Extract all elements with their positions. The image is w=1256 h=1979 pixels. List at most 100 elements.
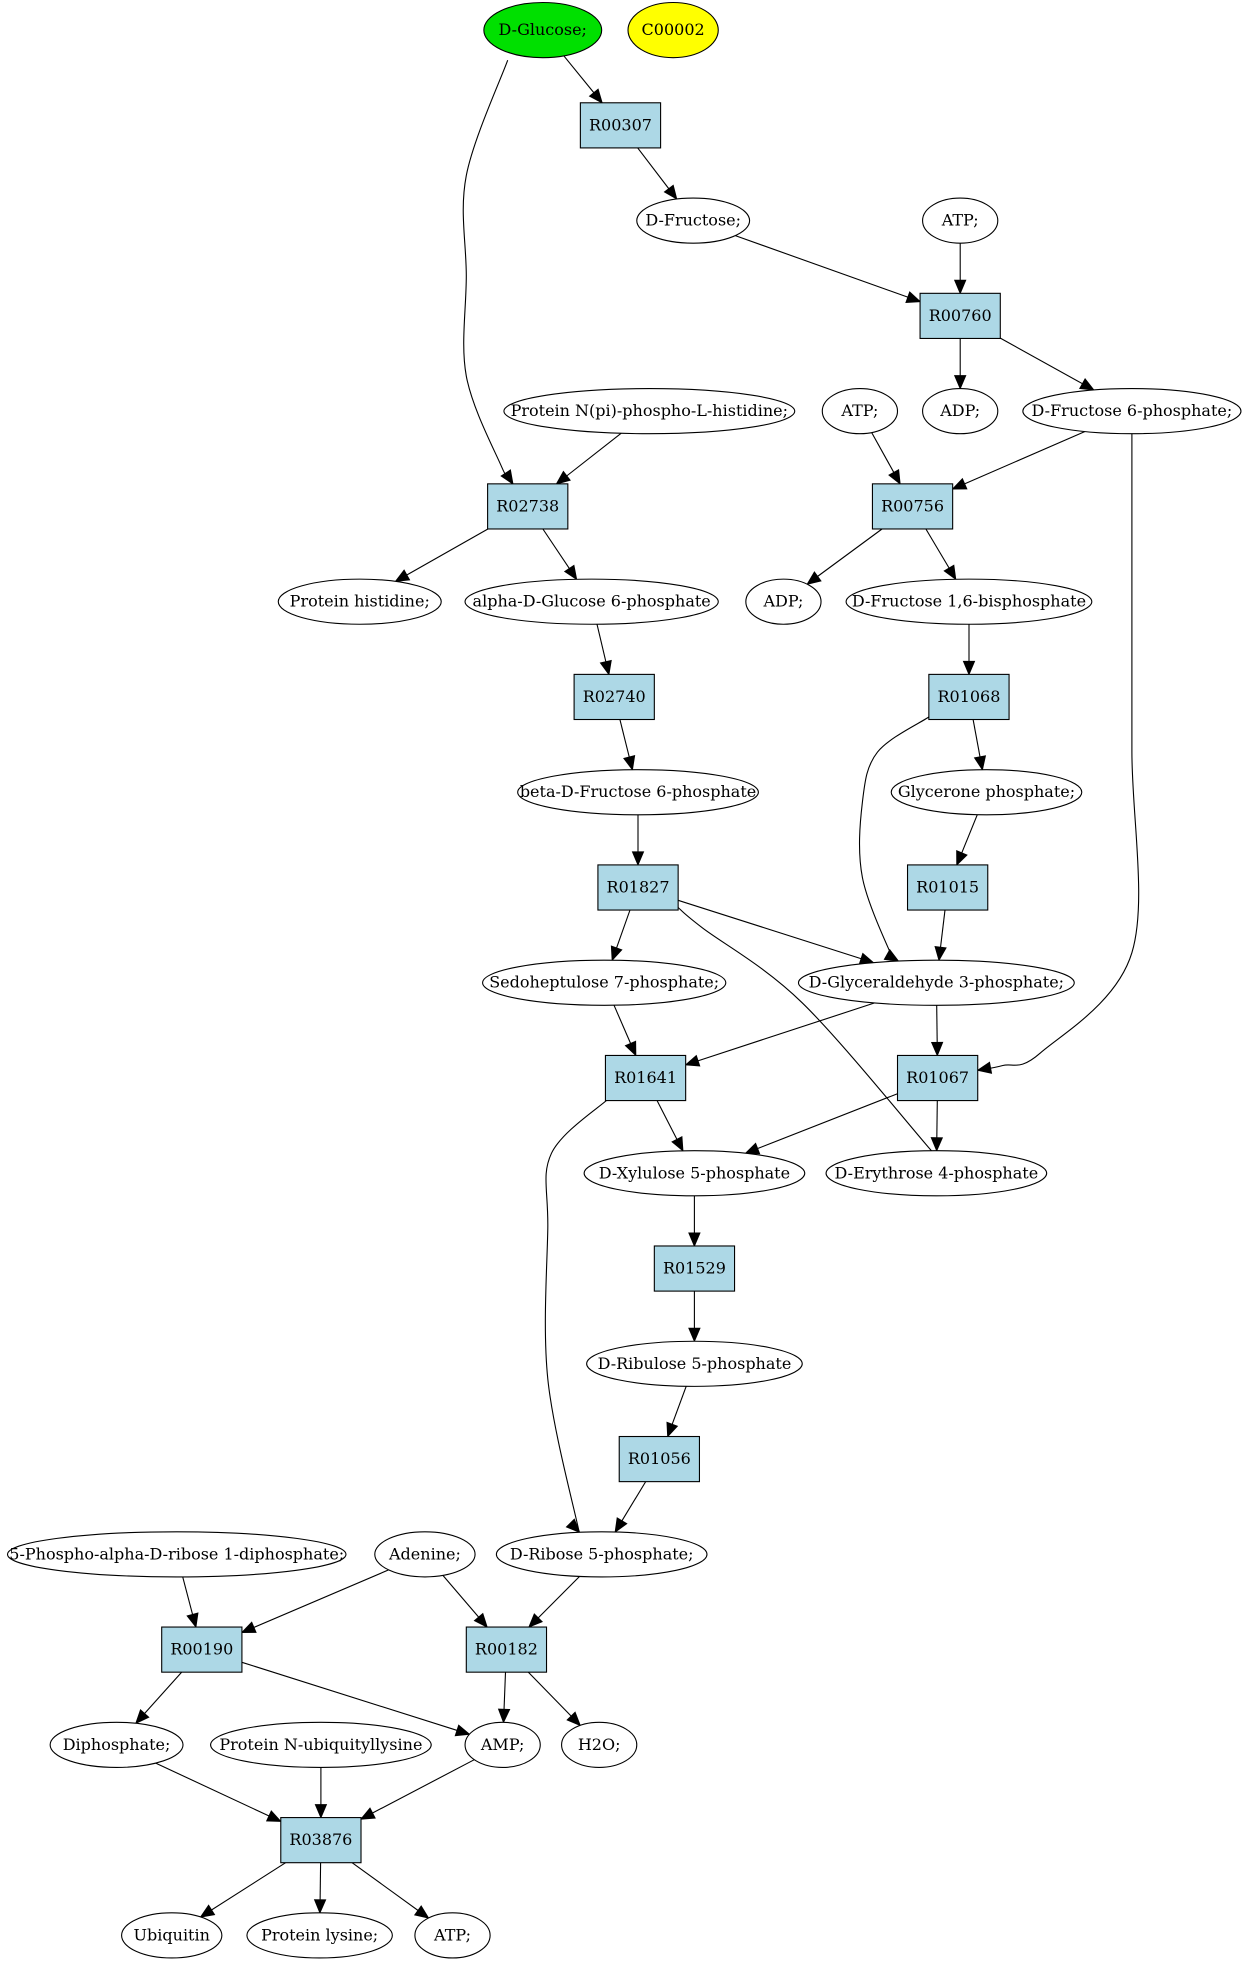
compound-ellipse: [495, 1531, 708, 1578]
edge: [677, 899, 875, 965]
compound-node[interactable]: D-Fructose 1,6-bisphosphate: [845, 578, 1093, 625]
edge: [528, 1576, 580, 1628]
reaction-node[interactable]: R01067: [896, 1054, 979, 1102]
compound-label: ADP;: [939, 401, 980, 420]
reaction-box: [597, 864, 679, 911]
edge-line: [677, 899, 863, 960]
edge: [542, 528, 578, 581]
edge-line: [963, 430, 1086, 485]
compound-node[interactable]: H2O;: [561, 1721, 638, 1768]
compound-node[interactable]: Sedoheptulose 7-phosphate;: [482, 959, 727, 1006]
edge: [972, 719, 987, 771]
arrowhead: [806, 571, 822, 585]
edge: [359, 1759, 475, 1820]
arrowhead: [684, 1054, 701, 1067]
compound-node[interactable]: 5-Phospho-alpha-D-ribose 1-diphosphate;: [6, 1531, 347, 1578]
reaction-label: R02740: [583, 687, 646, 706]
reaction-box: [896, 1054, 979, 1102]
arrowhead: [500, 469, 514, 485]
compound-node[interactable]: ADP;: [745, 578, 822, 625]
compound-node[interactable]: Ubiquitin: [121, 1912, 223, 1959]
reaction-label: R01641: [614, 1068, 677, 1087]
compound-node[interactable]: alpha-D-Glucose 6-phosphate: [464, 578, 719, 625]
compound-node[interactable]: D-Fructose;: [636, 197, 751, 244]
reaction-node[interactable]: R02740: [573, 673, 655, 721]
compound-label: Protein N(pi)-phospho-L-histidine;: [511, 401, 788, 420]
edge-line: [972, 719, 981, 759]
reaction-node[interactable]: R01015: [906, 864, 989, 911]
edge: [951, 430, 1086, 490]
arrowhead: [528, 1613, 543, 1628]
compound-label: D-Fructose 1,6-bisphosphate: [852, 592, 1086, 611]
compound-ellipse: [825, 1150, 1048, 1197]
edge: [925, 528, 957, 581]
arrowhead: [934, 946, 947, 962]
reaction-node[interactable]: R01641: [604, 1054, 687, 1102]
compound-node[interactable]: AMP;: [464, 1721, 541, 1768]
compound-node[interactable]: beta-D-Fructose 6-phosphate: [517, 769, 759, 816]
reaction-node[interactable]: R00756: [871, 483, 954, 530]
reaction-node[interactable]: R02738: [487, 483, 569, 530]
compound-node[interactable]: ATP;: [821, 388, 899, 435]
compound-ellipse: [583, 1150, 806, 1197]
edge-line: [613, 1004, 632, 1045]
reaction-node[interactable]: R01068: [928, 673, 1010, 721]
reaction-node[interactable]: R03876: [280, 1817, 362, 1864]
edge: [351, 1862, 430, 1919]
arrowhead: [610, 945, 623, 962]
reaction-box: [604, 1054, 687, 1102]
compound-node[interactable]: Protein lysine;: [246, 1912, 393, 1959]
compound-node[interactable]: Glycerone phosphate;: [890, 769, 1083, 816]
edge: [528, 1671, 582, 1727]
reaction-node[interactable]: R01827: [597, 864, 679, 911]
compound-node[interactable]: D-Glucose;: [483, 1, 603, 59]
reaction-node[interactable]: R00760: [919, 292, 1001, 339]
compound-node[interactable]: D-Erythrose 4-phosphate: [825, 1150, 1048, 1197]
compound-node[interactable]: D-Ribose 5-phosphate;: [495, 1531, 708, 1578]
compound-node[interactable]: D-Ribulose 5-phosphate: [586, 1340, 803, 1387]
compound-node[interactable]: Adenine;: [374, 1531, 476, 1578]
arrowhead: [943, 564, 957, 581]
compound-node[interactable]: ATP;: [414, 1912, 491, 1959]
reaction-node[interactable]: R00307: [579, 102, 662, 149]
compound-node[interactable]: Protein histidine;: [277, 578, 442, 625]
compound-ellipse: [797, 959, 1075, 1006]
reaction-label: R01529: [663, 1259, 726, 1278]
reaction-node[interactable]: R01529: [653, 1245, 736, 1292]
edge-line: [1000, 337, 1084, 385]
edge-line: [528, 1671, 573, 1718]
compound-label: Glycerone phosphate;: [898, 782, 1075, 801]
compound-ellipse: [503, 388, 796, 435]
reaction-node[interactable]: R00190: [161, 1626, 243, 1673]
compound-ellipse: [627, 1, 719, 59]
compound-label: C00002: [642, 20, 705, 39]
arrowhead: [588, 88, 603, 104]
compound-node[interactable]: C00002: [627, 1, 719, 59]
edge-line: [925, 528, 951, 570]
compound-ellipse: [49, 1721, 184, 1768]
compound-label: D-Erythrose 4-phosphate: [835, 1163, 1039, 1182]
compound-node[interactable]: ATP;: [922, 197, 999, 244]
compound-node[interactable]: D-Xylulose 5-phosphate: [583, 1150, 806, 1197]
edge: [976, 433, 1140, 1074]
compound-node[interactable]: Protein N-ubiquityllysine: [210, 1721, 432, 1768]
compound-node[interactable]: Diphosphate;: [49, 1721, 184, 1768]
compound-node[interactable]: D-Glyceraldehyde 3-phosphate;: [797, 959, 1075, 1006]
edge-line: [656, 1100, 678, 1141]
arrowhead: [956, 850, 968, 867]
reaction-node[interactable]: R01056: [618, 1435, 701, 1483]
edge-line: [563, 55, 595, 94]
edge: [744, 1093, 898, 1155]
arrowhead: [497, 1708, 511, 1724]
edge-line: [442, 1575, 480, 1619]
compound-node[interactable]: D-Fructose 6-phosphate;: [1022, 388, 1242, 435]
compound-node[interactable]: ADP;: [922, 388, 999, 435]
reaction-box: [653, 1245, 736, 1292]
reaction-node[interactable]: R00182: [465, 1626, 548, 1673]
compound-node[interactable]: Protein N(pi)-phospho-L-histidine;: [503, 388, 796, 435]
arrowhead: [565, 1518, 581, 1534]
compound-ellipse: [246, 1912, 393, 1959]
compound-ellipse: [414, 1912, 491, 1959]
arrowhead: [614, 1517, 628, 1534]
